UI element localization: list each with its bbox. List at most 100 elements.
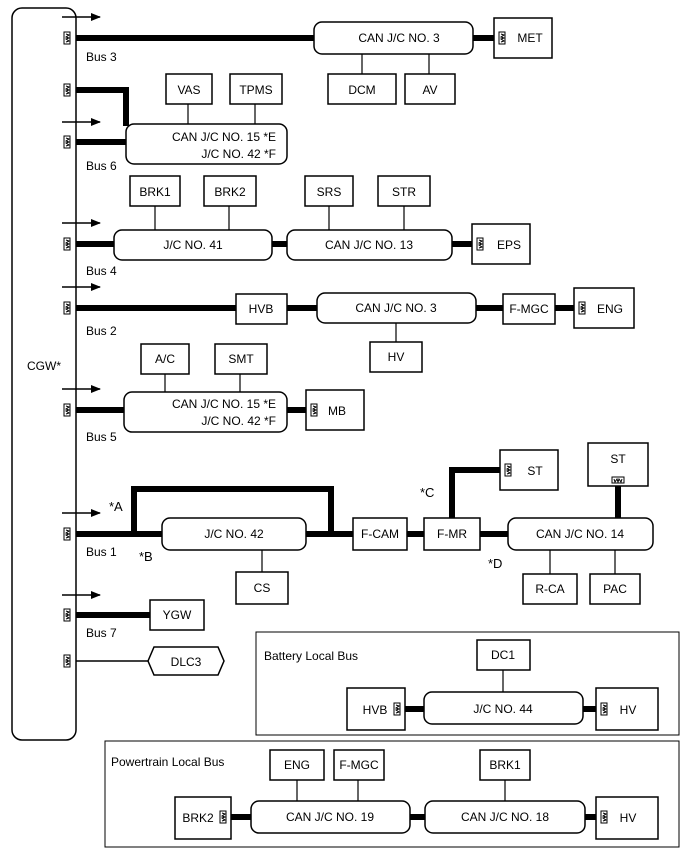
jc15-bus5-line1: CAN J/C NO. 15 *E <box>172 397 276 411</box>
terminator-eps <box>476 237 484 251</box>
cgw-label: CGW* <box>27 359 61 373</box>
marker-b: *B <box>139 549 153 564</box>
terminator-bus3 <box>63 31 71 45</box>
terminator-st-c <box>504 463 512 477</box>
terminator-pt-hv <box>600 810 608 824</box>
met-text: MET <box>517 31 543 45</box>
pt-fmgc-text: F-MGC <box>339 758 379 772</box>
can-jc15-bus6-box <box>125 123 288 165</box>
pt-brk2-text: BRK2 <box>182 811 214 825</box>
bus6-branch-line <box>76 87 129 126</box>
battery-hvb-text: HVB <box>363 703 388 717</box>
can-jc18-box <box>424 800 586 834</box>
ac-text: A/C <box>155 352 175 366</box>
ac-box <box>140 343 190 375</box>
dcm-text: DCM <box>348 83 375 97</box>
bus1-st-link <box>449 467 500 518</box>
dcm-box <box>327 73 397 105</box>
cs-text: CS <box>254 581 271 595</box>
str-box <box>377 175 431 207</box>
jc15-bus6-line2: J/C NO. 42 *F <box>201 147 276 161</box>
terminator-eng <box>578 301 586 315</box>
fcam-box <box>352 517 408 551</box>
ygw-text: YGW <box>163 608 192 622</box>
fcam-text: F-CAM <box>361 527 399 541</box>
bus1-label: Bus 1 <box>86 545 117 559</box>
bus6-label: Bus 6 <box>86 159 117 173</box>
terminator-battery-hvb <box>393 702 401 716</box>
srs-text: SRS <box>317 185 342 199</box>
eps-text: EPS <box>497 238 521 252</box>
bus1-loop-line <box>131 486 334 534</box>
terminator-pt-brk2 <box>219 810 227 824</box>
bus5-label: Bus 5 <box>86 430 117 444</box>
st-pac-text: ST <box>610 452 626 466</box>
fmr-box <box>423 517 481 551</box>
pt-eng-box <box>269 749 325 781</box>
fmgc-text: F-MGC <box>509 302 549 316</box>
srs-box <box>304 175 354 207</box>
battery-local-bus-frame <box>255 631 680 736</box>
mb-text: MB <box>328 404 346 418</box>
marker-d: *D <box>488 556 502 571</box>
pt-fmgc-box <box>333 749 385 781</box>
can-jc3-bus2-text: CAN J/C NO. 3 <box>355 301 437 315</box>
vas-box <box>165 73 213 105</box>
hvb-box <box>235 293 288 325</box>
battery-bus-title: Battery Local Bus <box>264 649 358 663</box>
hv-box <box>369 341 423 373</box>
eng-text: ENG <box>597 302 623 316</box>
fmr-text: F-MR <box>437 527 467 541</box>
can-jc3-bus2-box <box>316 292 477 324</box>
pac-box <box>589 573 641 605</box>
jc41-box <box>113 229 273 261</box>
st-c-text: ST <box>527 464 543 478</box>
smt-box <box>214 343 268 375</box>
tpms-box <box>229 73 283 105</box>
pac-text: PAC <box>603 582 627 596</box>
marker-c: *C <box>420 485 434 500</box>
powertrain-bus-title: Powertrain Local Bus <box>111 755 224 769</box>
terminator-mb <box>310 403 318 417</box>
jc42-box <box>161 517 307 551</box>
terminator-bus4 <box>63 237 71 251</box>
jc44-box <box>423 691 584 725</box>
can-jc14-text: CAN J/C NO. 14 <box>536 527 624 541</box>
vas-text: VAS <box>177 83 200 97</box>
battery-hv-text: HV <box>620 703 637 717</box>
rca-box <box>522 573 578 605</box>
can-jc13-text: CAN J/C NO. 13 <box>325 238 413 252</box>
jc15-bus6-line1: CAN J/C NO. 15 *E <box>172 130 276 144</box>
can-jc14-box <box>507 517 654 551</box>
dlc3-text: DLC3 <box>171 655 202 669</box>
ygw-box <box>149 599 205 631</box>
jc42-text: J/C NO. 42 <box>204 527 264 541</box>
powertrain-local-bus-frame <box>104 740 680 848</box>
jc44-text: J/C NO. 44 <box>473 702 533 716</box>
can-jc18-text: CAN J/C NO. 18 <box>461 810 549 824</box>
fmgc-box <box>502 293 556 325</box>
terminator-met <box>498 31 506 45</box>
terminator-bus7 <box>63 608 71 622</box>
tpms-text: TPMS <box>239 83 272 97</box>
can-jc15-bus5-box <box>123 391 288 433</box>
brk1-box <box>129 175 181 207</box>
can-jc13-box <box>286 229 453 261</box>
dc1-text: DC1 <box>491 648 515 662</box>
terminator-battery-hv <box>600 702 608 716</box>
can-jc19-text: CAN J/C NO. 19 <box>286 810 374 824</box>
jc41-text: J/C NO. 41 <box>163 238 223 252</box>
dlc3-shape <box>147 646 225 676</box>
hvb-text: HVB <box>249 302 274 316</box>
terminator-bus5 <box>63 403 71 417</box>
dc1-box <box>476 639 531 671</box>
cs-box <box>235 571 289 605</box>
marker-a: *A <box>109 499 123 514</box>
pt-hv-text: HV <box>620 811 637 825</box>
terminator-bus1 <box>63 527 71 541</box>
brk2-box <box>203 175 257 207</box>
pt-brk1-text: BRK1 <box>489 758 521 772</box>
rca-text: R-CA <box>535 582 564 596</box>
